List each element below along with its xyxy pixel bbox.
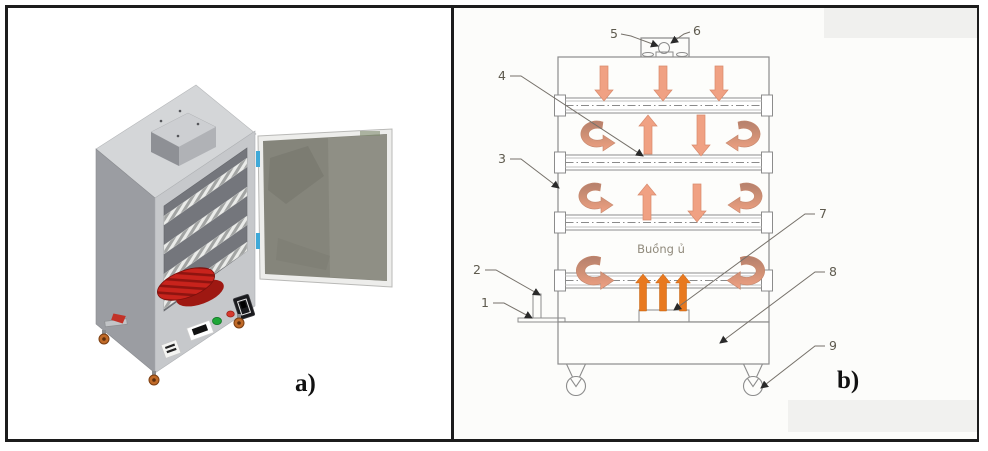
callout-8: 8	[829, 264, 837, 279]
callout-3: 3	[498, 151, 506, 166]
wire-shelf	[163, 215, 248, 284]
red-button	[226, 310, 235, 318]
wheel	[565, 363, 587, 397]
top-fan-housing	[150, 109, 217, 166]
heat-arrow	[654, 273, 672, 312]
drain-valve	[104, 313, 128, 328]
panel-b: 1 2 3 4 5 6 7 8 9 Buồng ủ b)	[454, 8, 977, 439]
screw-dots	[159, 109, 200, 138]
leader-1	[493, 302, 533, 319]
panel-a-label: a)	[295, 370, 316, 397]
caster-wheel	[98, 330, 110, 345]
green-button	[212, 316, 222, 325]
down-arrow	[687, 183, 707, 223]
cabinet-door	[256, 128, 393, 288]
callout-4: 4	[498, 68, 506, 83]
leader-6	[670, 31, 691, 44]
wheels	[565, 363, 764, 397]
callout-1: 1	[481, 295, 489, 310]
fan-heater-coil	[157, 267, 224, 307]
panel-divider	[451, 5, 454, 442]
power-switch	[232, 294, 256, 320]
up-arrow	[637, 183, 657, 221]
hinge	[256, 151, 260, 167]
panel-a: a)	[8, 8, 451, 439]
callout-9: 9	[829, 338, 837, 353]
wire-shelf	[163, 157, 248, 226]
wire-shelf	[163, 186, 248, 255]
door-hinges	[256, 151, 260, 249]
cabinet-interior	[157, 147, 248, 312]
fan-icon	[642, 42, 688, 58]
fan-housing	[640, 37, 690, 57]
scan-shade	[824, 8, 977, 38]
leader-8	[719, 271, 825, 344]
leader-2	[485, 269, 541, 296]
vent-grille	[160, 339, 182, 359]
hinge	[256, 233, 260, 249]
base-plinth	[557, 321, 770, 365]
heat-arrows	[634, 273, 692, 312]
cabinet-render: a)	[95, 84, 393, 397]
caster-wheel	[233, 314, 245, 329]
callout-6: 6	[693, 23, 701, 38]
chamber-label: Buồng ủ	[637, 242, 685, 256]
down-arrow	[691, 114, 711, 157]
callout-numbers: 1 2 3 4 5 6 7 8 9	[473, 23, 837, 353]
leader-9	[760, 345, 825, 389]
leader-3	[510, 158, 560, 189]
heater-element	[634, 273, 692, 323]
up-arrow	[638, 114, 658, 155]
display-slot	[186, 319, 215, 342]
callout-leaders	[485, 31, 825, 389]
bracket-post	[532, 293, 542, 319]
trays	[554, 94, 773, 292]
leader-5	[620, 33, 659, 48]
down-arrow	[653, 65, 673, 102]
down-arrow	[594, 65, 614, 102]
callout-5: 5	[610, 26, 618, 41]
tray	[554, 151, 773, 174]
wheel	[742, 363, 764, 397]
tray	[554, 211, 773, 234]
airflow-diagram: 1 2 3 4 5 6 7 8 9 Buồng ủ b)	[473, 8, 977, 432]
caster-wheel	[148, 371, 160, 386]
heat-arrow	[634, 273, 652, 312]
casters	[98, 314, 245, 386]
figure-border	[5, 5, 979, 442]
leader-4	[510, 75, 644, 157]
valve-handle	[111, 313, 126, 324]
down-arrow	[709, 65, 729, 102]
heat-arrow	[674, 273, 692, 312]
airflow-arrows	[594, 65, 729, 223]
callout-2: 2	[473, 262, 481, 277]
callout-7: 7	[819, 206, 827, 221]
leader-7	[673, 213, 815, 311]
scan-shade	[788, 400, 977, 432]
panel-b-label: b)	[837, 367, 859, 394]
control-panel	[160, 294, 256, 359]
